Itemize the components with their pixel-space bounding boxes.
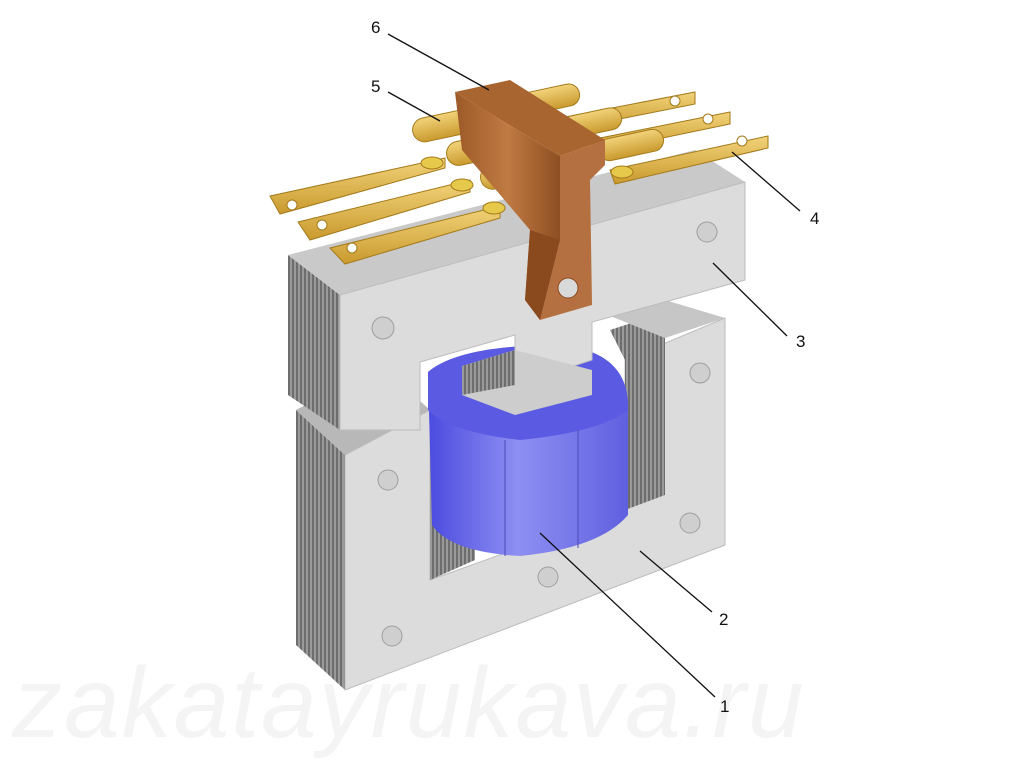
lower-core-laminations	[296, 410, 345, 690]
bolt-hole	[381, 625, 403, 647]
armature-laminations	[288, 255, 340, 430]
bolt-hole	[537, 566, 559, 588]
bolt-hole	[689, 362, 711, 384]
armature	[288, 150, 746, 431]
callout-1: 1	[720, 697, 730, 716]
leader-6	[387, 33, 490, 91]
lower-core-window-right	[610, 312, 665, 510]
bolt-hole	[377, 469, 399, 491]
contact-strip	[269, 157, 446, 215]
bolt-hole	[696, 221, 718, 243]
leader-2	[639, 550, 713, 613]
contact-strip	[297, 179, 471, 241]
contact-bridge	[455, 80, 605, 320]
contact-strip	[329, 205, 501, 265]
armature-top	[288, 150, 745, 295]
contact-rivet	[420, 156, 444, 170]
callout-4: 4	[810, 209, 820, 228]
contact-rivet	[482, 201, 506, 215]
bridge-leg	[525, 230, 560, 320]
contact-rivet	[610, 165, 634, 179]
callout-2: 2	[719, 610, 729, 629]
contact-hole	[736, 135, 748, 147]
bridge-top	[455, 80, 605, 156]
leader-4	[731, 151, 801, 212]
bridge-front	[540, 140, 605, 320]
bolt-hole	[679, 512, 701, 534]
contact-hole	[346, 242, 358, 254]
bolt-hole	[371, 316, 395, 340]
leader-5	[387, 91, 441, 122]
leader-3	[712, 262, 788, 337]
leader-1	[539, 532, 716, 698]
contact-hole	[702, 113, 714, 125]
callout-6: 6	[371, 18, 381, 37]
contact-rivet	[450, 178, 474, 192]
contact-strip	[609, 135, 769, 185]
callout-3: 3	[796, 332, 806, 351]
center-pole-laminations	[462, 350, 515, 395]
leader-lines	[387, 33, 801, 698]
contact-hole	[669, 95, 681, 107]
callout-5: 5	[371, 77, 381, 96]
bridge-pin	[557, 277, 579, 299]
contact-hole	[316, 219, 328, 231]
contact-hole	[286, 199, 298, 211]
